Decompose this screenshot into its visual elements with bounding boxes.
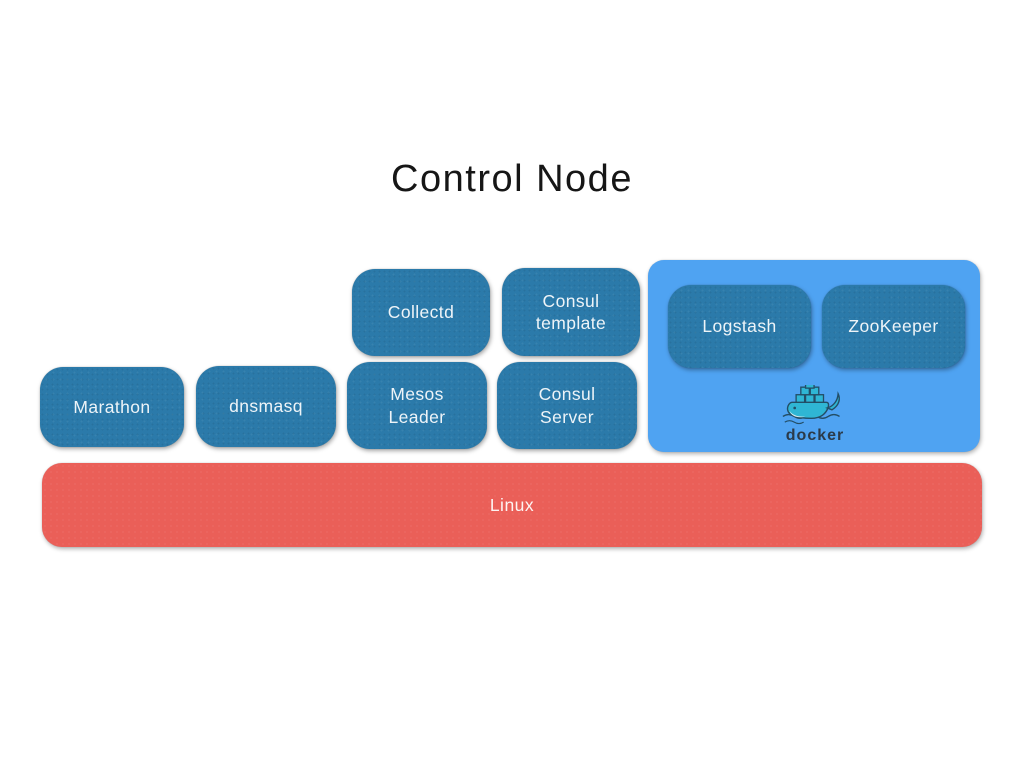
- node-label: Marathon: [73, 396, 151, 417]
- node-consul-server: Consul Server: [497, 362, 637, 449]
- docker-wordmark: docker: [785, 427, 845, 444]
- node-label: Consul template: [535, 290, 607, 333]
- node-dnsmasq: dnsmasq: [196, 366, 336, 447]
- node-logstash: Logstash: [668, 285, 811, 368]
- node-zookeeper: ZooKeeper: [822, 285, 965, 368]
- node-label: Mesos Leader: [388, 384, 446, 427]
- linux-label: Linux: [489, 494, 535, 515]
- linux-base-bar: Linux: [42, 463, 982, 547]
- node-collectd: Collectd: [352, 269, 490, 356]
- node-label: Consul Server: [538, 384, 596, 427]
- node-label: Logstash: [702, 316, 777, 337]
- docker-logo: docker: [780, 385, 850, 447]
- node-marathon: Marathon: [40, 367, 184, 447]
- node-mesos-leader: Mesos Leader: [347, 362, 487, 449]
- node-label: ZooKeeper: [848, 316, 939, 337]
- node-label: dnsmasq: [229, 396, 303, 417]
- docker-whale-icon: [781, 385, 849, 429]
- node-consul-template: Consul template: [502, 268, 640, 356]
- page-title: Control Node: [391, 158, 633, 200]
- node-label: Collectd: [387, 302, 455, 323]
